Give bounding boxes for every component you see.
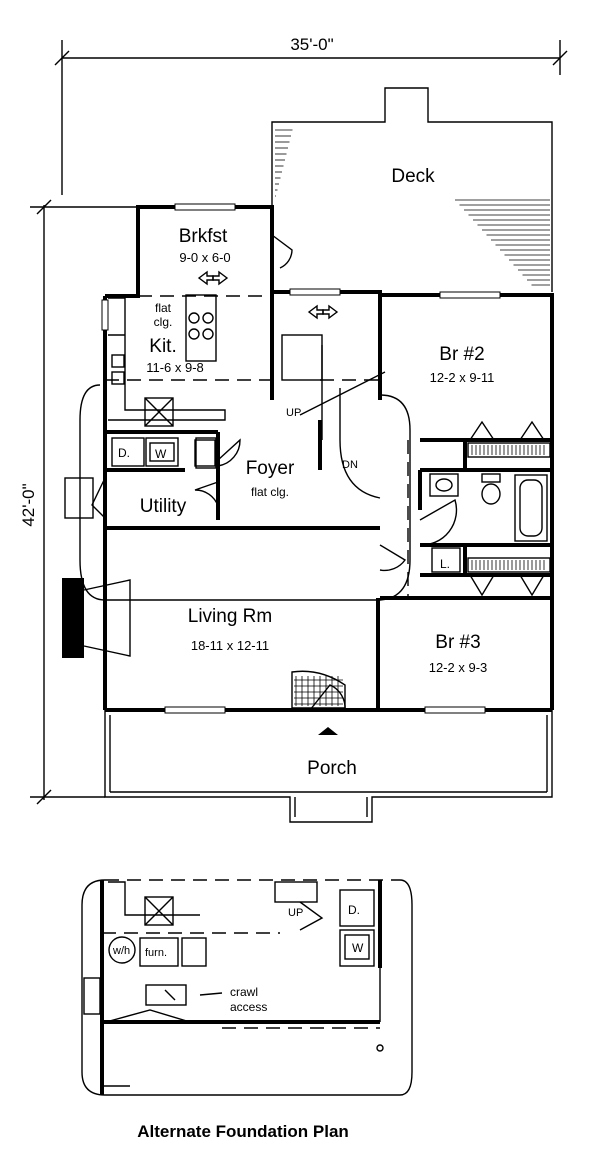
utility-label: Utility	[140, 496, 187, 517]
ceiling-arrows	[197, 270, 339, 320]
alt-washer-label: W	[352, 941, 364, 955]
foyer-label: Foyer	[246, 458, 295, 479]
stairs	[281, 334, 386, 499]
alternate-plan-title: Alternate Foundation Plan	[137, 1122, 349, 1141]
depth-dimension-line	[30, 199, 140, 805]
brkfst-size: 9-0 x 6-0	[179, 250, 230, 265]
bath-fixtures	[429, 473, 548, 573]
kitchen-ceiling-note-2: clg.	[154, 315, 173, 329]
stair-down-label: DN	[342, 459, 358, 471]
fireplace	[62, 578, 131, 658]
dashed-openings	[79, 295, 411, 601]
foyer-note: flat clg.	[251, 485, 289, 499]
br3-label: Br #3	[435, 632, 480, 653]
kitchen-ceiling-note: flat	[155, 301, 172, 315]
width-dimension-label: 35'-0"	[290, 35, 333, 54]
width-dimension-line	[54, 40, 568, 195]
kitchen-cabinets	[108, 294, 226, 427]
kitchen-size: 11-6 x 9-8	[146, 360, 204, 375]
stair-up-label: UP	[286, 407, 301, 419]
alt-stair-up-label: UP	[288, 907, 303, 919]
living-room-size: 18-11 x 12-11	[191, 638, 269, 653]
brkfst-label: Brkfst	[179, 226, 228, 247]
br2-size: 12-2 x 9-11	[430, 370, 495, 385]
porch-label: Porch	[307, 758, 357, 779]
laundry-appliances	[111, 437, 217, 469]
linen-label: L.	[440, 557, 450, 571]
exterior-walls	[103, 205, 554, 712]
crawl-label-line1: crawl	[230, 985, 258, 999]
front-entry-stair	[291, 670, 346, 735]
depth-dimension-label: 42'-0"	[19, 483, 38, 526]
alt-dryer-label: D.	[348, 903, 360, 917]
living-room-label: Living Rm	[188, 606, 272, 627]
deck-label: Deck	[391, 166, 435, 187]
water-heater-label: w/h	[112, 945, 130, 957]
crawl-label-line2: access	[230, 1000, 267, 1014]
dryer-label: D.	[118, 446, 130, 460]
br3-size: 12-2 x 9-3	[429, 660, 488, 675]
br2-label: Br #2	[439, 344, 484, 365]
windows	[101, 203, 501, 714]
washer-label: W	[155, 447, 167, 461]
deck-area	[271, 87, 553, 292]
closets	[194, 420, 551, 597]
furnace-label: furn.	[145, 947, 167, 959]
kitchen-label: Kit.	[149, 336, 176, 357]
side-stoop	[64, 477, 106, 519]
porch	[104, 710, 553, 823]
alternate-foundation-plan	[81, 879, 413, 1096]
